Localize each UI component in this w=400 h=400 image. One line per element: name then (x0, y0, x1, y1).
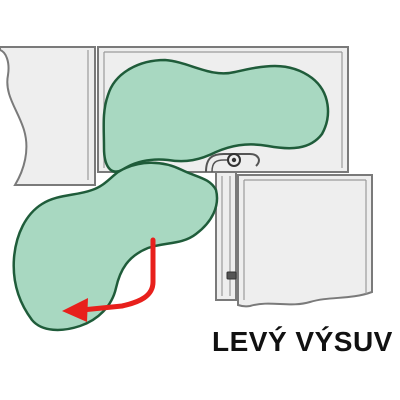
hinge-pivot-center (231, 157, 237, 163)
cabinet-door (215, 171, 237, 301)
drawer-caption: LEVÝ VÝSUV (212, 326, 393, 357)
right-cabinet (237, 174, 373, 308)
door-handle (226, 271, 237, 280)
upper-shelf (102, 58, 330, 173)
lower-shelf (12, 161, 219, 332)
swing-direction-arrow (79, 237, 156, 313)
left-cabinet (0, 46, 96, 186)
hinge-arm-inner (211, 159, 240, 173)
red-curved-arrow-icon (62, 298, 88, 322)
